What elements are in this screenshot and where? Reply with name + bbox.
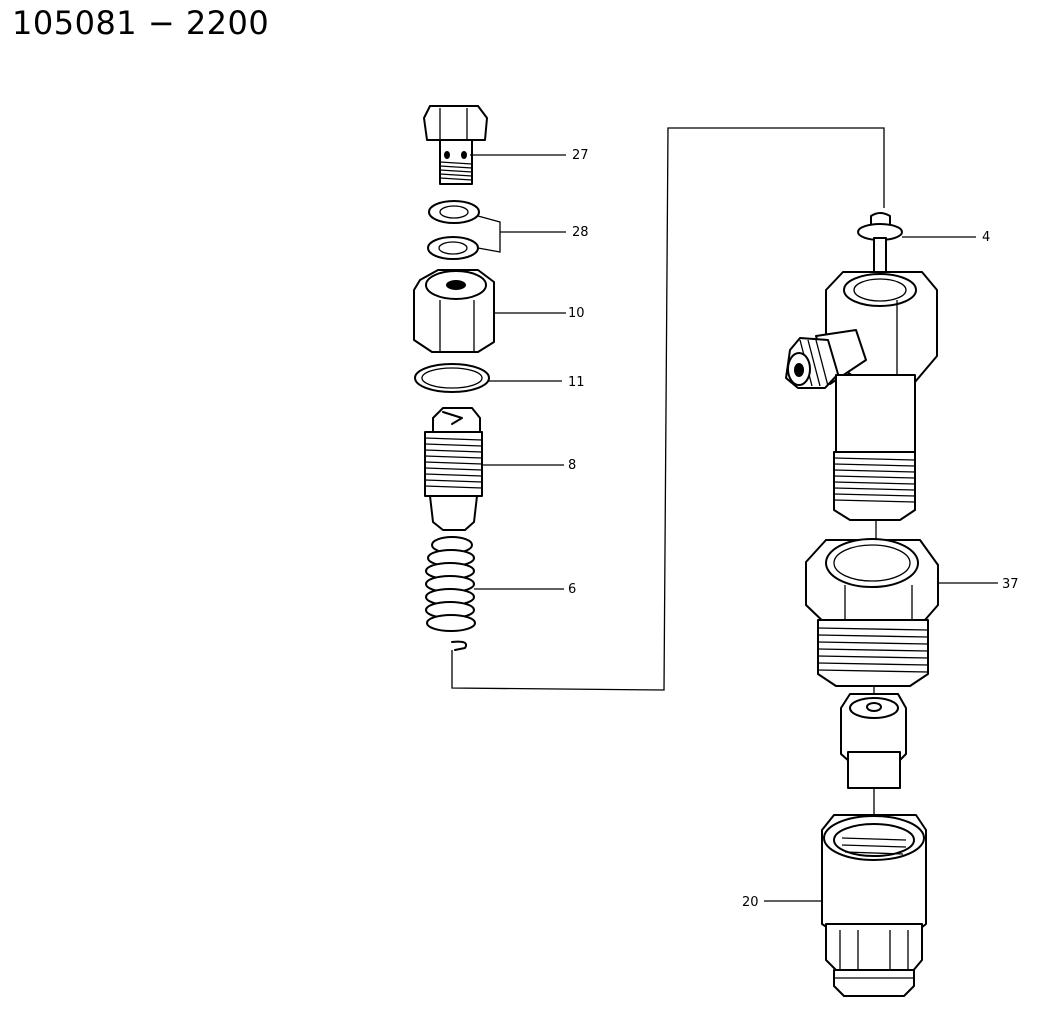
part-11-seal-ring (414, 363, 490, 393)
part-20-nozzle-nut (821, 814, 927, 997)
part-37-retaining-nut (805, 538, 939, 700)
callout-28: 28 (477, 215, 589, 253)
part-27-banjo-bolt (423, 105, 488, 185)
callout-8-label: 8 (568, 458, 576, 473)
callout-10-label: 10 (568, 306, 585, 321)
callout-28-label: 28 (572, 225, 589, 240)
callout-4: 4 (902, 230, 990, 245)
callout-10: 10 (494, 306, 585, 321)
part-number-title: 105081 − 2200 (12, 4, 270, 42)
callout-8: 8 (482, 458, 576, 473)
nozzle (840, 693, 907, 815)
callout-6-label: 6 (568, 582, 576, 597)
callout-20: 20 (742, 895, 822, 910)
injector-holder-body (785, 271, 938, 545)
part-8-valve-body (424, 407, 483, 531)
callout-11-label: 11 (568, 375, 585, 390)
callout-27: 27 (470, 148, 589, 163)
part-28-washers (427, 200, 480, 260)
callout-27-label: 27 (572, 148, 589, 163)
part-10-hex-nut (413, 269, 495, 353)
callout-4-label: 4 (982, 230, 990, 245)
callout-6: 6 (474, 582, 576, 597)
connection-leader-line (451, 127, 885, 691)
callout-37: 37 (938, 577, 1019, 592)
callout-37-label: 37 (1002, 577, 1019, 592)
part-6-spring (425, 536, 476, 651)
callout-11: 11 (488, 375, 585, 390)
callout-20-label: 20 (742, 895, 759, 910)
